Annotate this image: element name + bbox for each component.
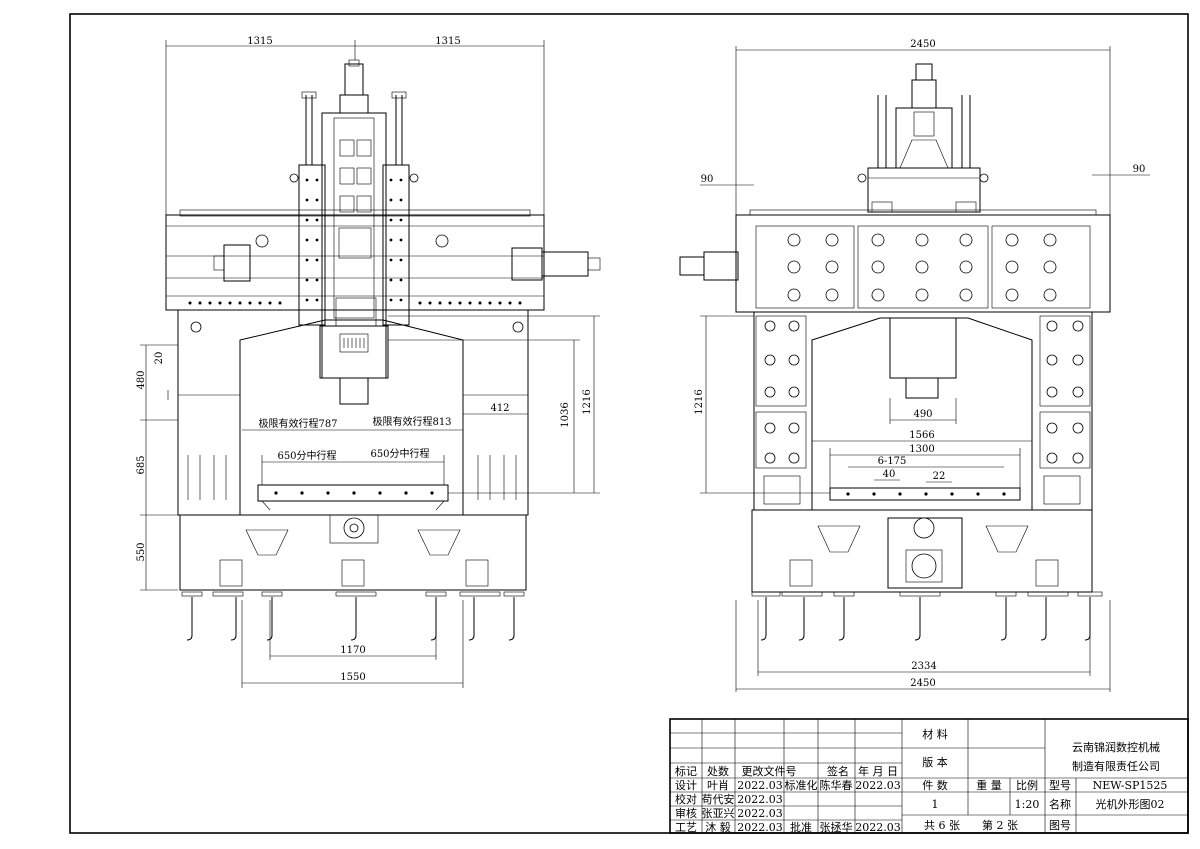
front-crossbeam bbox=[165, 214, 545, 311]
row3-role: 审核 bbox=[675, 806, 697, 820]
parts-value: 1 bbox=[932, 798, 939, 811]
dim-1315-left: 1315 bbox=[247, 36, 272, 47]
front-top-motor bbox=[344, 63, 364, 96]
front-spindle bbox=[339, 377, 369, 405]
dim-center-right: 650分中行程 bbox=[370, 447, 429, 460]
row1-date2: 2022.03 bbox=[855, 779, 901, 792]
dim-2334: 2334 bbox=[911, 661, 936, 672]
dim-6-175: 6-175 bbox=[878, 456, 907, 467]
row4-role: 工艺 bbox=[675, 821, 697, 834]
side-spindle-head bbox=[889, 317, 957, 379]
header-mark: 标记 bbox=[675, 764, 697, 778]
header-change-doc: 更改文件号 bbox=[742, 764, 797, 778]
row4-name: 沐 毅 bbox=[705, 820, 731, 834]
dim-1315-right: 1315 bbox=[435, 36, 460, 47]
right-motor bbox=[511, 247, 543, 281]
beam-hole-row bbox=[188, 301, 522, 305]
dim-685: 685 bbox=[136, 455, 147, 474]
dim-480: 480 bbox=[136, 370, 147, 389]
row2-date: 2022.03 bbox=[737, 793, 783, 806]
model-value: NEW-SP1525 bbox=[1093, 779, 1168, 792]
version-label: 版 本 bbox=[922, 755, 948, 769]
scale-value: 1:20 bbox=[1015, 798, 1040, 811]
left-motor bbox=[223, 244, 251, 282]
dim-1036: 1036 bbox=[560, 402, 571, 427]
dim-1216: 1216 bbox=[582, 389, 593, 414]
dim-1550: 1550 bbox=[340, 672, 365, 683]
front-columns bbox=[177, 310, 529, 516]
row2-role: 校对 bbox=[675, 792, 697, 806]
header-count: 处数 bbox=[707, 765, 729, 778]
side-view: 2450 90 90 1216 490 1566 1300 6-175 40 bbox=[679, 39, 1150, 692]
row4-name2: 张拯华 bbox=[820, 820, 853, 834]
sheet-number: 第 2 张 bbox=[982, 818, 1018, 832]
dim-1566: 1566 bbox=[909, 430, 934, 441]
dim-412: 412 bbox=[490, 403, 509, 414]
side-top-motor bbox=[915, 63, 933, 81]
dim-90-right: 90 bbox=[1133, 164, 1146, 175]
dim-travel-787: 极限有效行程787 bbox=[258, 417, 337, 430]
row4-role2: 批准 bbox=[790, 820, 812, 834]
row1-role2: 标准化 bbox=[785, 778, 818, 792]
side-feet bbox=[751, 591, 1103, 641]
row2-name: 苟代安 bbox=[702, 792, 735, 806]
side-table bbox=[829, 487, 1021, 501]
model-label: 型号 bbox=[1049, 778, 1071, 792]
row3-name: 张亚兴 bbox=[702, 807, 735, 820]
row4-date: 2022.03 bbox=[737, 821, 783, 834]
title-block: 材 料 版 本 云南锦润数控机械 制造有限责任公司 标记 处数 更改文件号 签名… bbox=[669, 718, 1189, 834]
weight-label: 重 量 bbox=[976, 778, 1002, 792]
dim-490: 490 bbox=[913, 409, 932, 420]
dim-550: 550 bbox=[136, 542, 147, 561]
dim-1300: 1300 bbox=[909, 444, 934, 455]
dim-1216-side: 1216 bbox=[694, 389, 705, 414]
drawing-no-label: 图号 bbox=[1049, 819, 1071, 832]
side-head bbox=[867, 167, 981, 213]
dim-22: 22 bbox=[933, 471, 946, 482]
carriage-right bbox=[382, 164, 410, 326]
scale-label: 比例 bbox=[1016, 778, 1038, 792]
row3-date: 2022.03 bbox=[737, 807, 783, 820]
dim-2450-bottom: 2450 bbox=[910, 678, 935, 689]
side-motor bbox=[703, 251, 739, 281]
dim-center-left: 650分中行程 bbox=[277, 449, 336, 462]
dim-2450-top: 2450 bbox=[910, 39, 935, 50]
dim-travel-813: 极限有效行程813 bbox=[372, 415, 451, 428]
carriage-left bbox=[298, 164, 326, 326]
company-line2: 制造有限责任公司 bbox=[1072, 759, 1160, 773]
side-beam-holes bbox=[787, 233, 1057, 302]
dim-20: 20 bbox=[154, 352, 165, 365]
company-line1: 云南锦润数控机械 bbox=[1072, 740, 1160, 754]
name-value: 光机外形图02 bbox=[1096, 797, 1165, 811]
row1-date: 2022.03 bbox=[737, 779, 783, 792]
sheet-border bbox=[69, 13, 1189, 834]
material-label: 材 料 bbox=[922, 727, 948, 741]
dim-40: 40 bbox=[883, 469, 896, 480]
front-feet bbox=[181, 591, 525, 641]
side-dimensions: 2450 90 90 1216 490 1566 1300 6-175 40 bbox=[694, 39, 1150, 692]
front-view: 1315 1315 480 20 685 550 极限有效行程787 极限有效行… bbox=[136, 36, 601, 688]
dim-1170: 1170 bbox=[340, 645, 365, 656]
name-label: 名称 bbox=[1049, 797, 1071, 811]
sheets-total: 共 6 张 bbox=[924, 819, 960, 832]
row1-name: 叶肖 bbox=[707, 778, 729, 792]
row1-role: 设计 bbox=[675, 779, 697, 792]
parts-label: 件 数 bbox=[922, 779, 948, 792]
header-date: 年 月 日 bbox=[858, 764, 898, 778]
header-sign: 签名 bbox=[827, 764, 849, 778]
row1-name2: 陈华春 bbox=[820, 778, 853, 792]
row4-date2: 2022.03 bbox=[855, 821, 901, 834]
dim-90-left: 90 bbox=[701, 174, 714, 185]
front-dimensions: 1315 1315 480 20 685 550 极限有效行程787 极限有效行… bbox=[136, 36, 600, 688]
